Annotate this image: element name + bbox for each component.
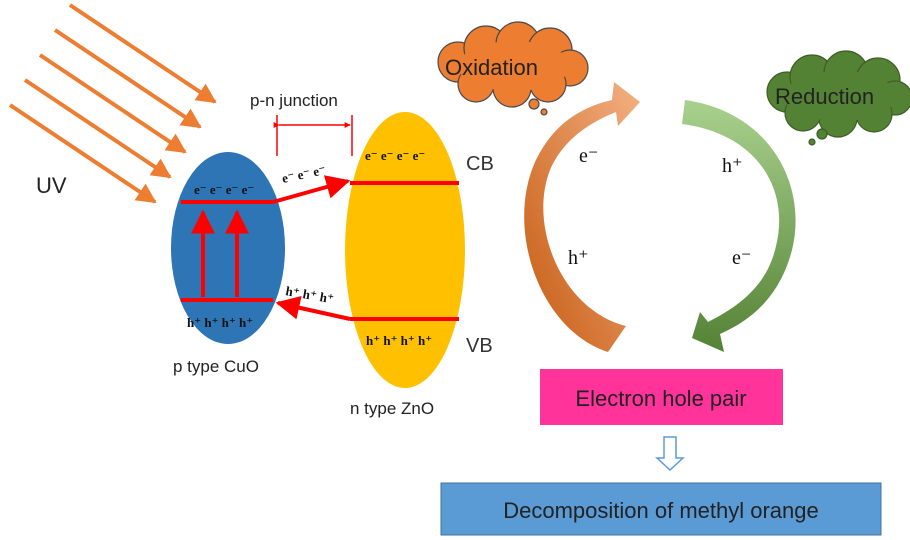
electron-hole-pair-label: Electron hole pair xyxy=(575,386,746,411)
cycle-electron-right: e⁻ xyxy=(732,247,751,269)
down-arrow-icon xyxy=(655,436,685,472)
zno-electrons: e⁻ e⁻ e⁻ e⁻ xyxy=(365,148,425,163)
electron-transfer-label: e⁻ e⁻ e⁻ xyxy=(281,162,328,186)
vb-label: VB xyxy=(466,335,493,357)
cycle-electron-left: e⁻ xyxy=(579,145,598,167)
oxidation-label: Oxidation xyxy=(445,55,538,80)
hole-transfer-arrow xyxy=(275,295,351,321)
p-type-label: p type CuO xyxy=(173,357,259,376)
uv-rays xyxy=(8,3,217,204)
cuo-holes: h⁺ h⁺ h⁺ h⁺ xyxy=(187,315,253,330)
reduction-cycle-arrow xyxy=(682,100,796,352)
cycle-hole-right: h⁺ xyxy=(722,155,743,177)
decomposition-label: Decomposition of methyl orange xyxy=(503,498,819,523)
oxidation-cycle-arrow xyxy=(524,82,640,352)
cuo-electrons: e⁻ e⁻ e⁻ e⁻ xyxy=(194,182,254,197)
uv-ray xyxy=(38,53,187,154)
uv-label: UV xyxy=(36,173,67,198)
junction-label: p-n junction xyxy=(250,91,338,110)
electron-transfer-arrow xyxy=(272,175,351,204)
n-type-label: n type ZnO xyxy=(350,399,434,418)
hole-transfer-label: h⁺ h⁺ h⁺ xyxy=(284,283,335,306)
cycle-hole-left: h⁺ xyxy=(568,247,589,269)
decomposition-box xyxy=(440,482,882,536)
uv-ray xyxy=(53,28,202,129)
uv-ray xyxy=(23,78,172,179)
zno-holes: h⁺ h⁺ h⁺ h⁺ xyxy=(366,333,432,348)
electron-hole-pair-box xyxy=(540,369,783,425)
uv-ray xyxy=(68,3,217,104)
reduction-label: Reduction xyxy=(775,84,874,109)
uv-ray xyxy=(8,103,157,204)
cb-label: CB xyxy=(466,153,494,175)
